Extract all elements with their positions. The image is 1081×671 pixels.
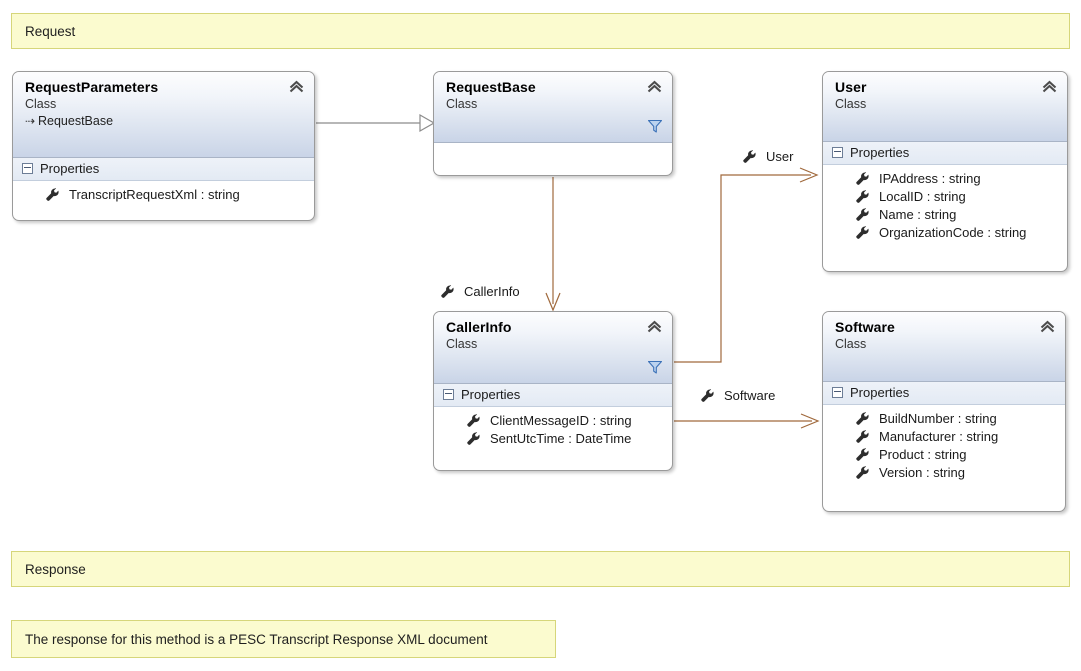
class-kind-requestparameters: Class [25,97,57,111]
class-box-requestbase[interactable]: RequestBase Class [433,71,673,176]
association-label-text: User [766,149,794,164]
compartment-header-properties-callerinfo[interactable]: Properties [434,384,672,407]
wrench-icon [441,285,454,298]
class-header-callerinfo: CallerInfo Class [434,312,672,384]
chevron-up-icon[interactable] [1039,319,1056,334]
class-kind-requestbase: Class [446,97,478,111]
member-row[interactable]: Version : string [823,463,1065,481]
wrench-icon [856,411,869,425]
members-list-requestparameters: TranscriptRequestXml : string [13,181,314,209]
class-name-requestparameters: RequestParameters [25,79,159,95]
funnel-icon[interactable] [647,359,663,375]
member-row[interactable]: LocalID : string [823,187,1067,205]
class-base-requestparameters: ⇢RequestBase [25,113,304,130]
wrench-icon [856,189,869,203]
wrench-icon [856,225,869,239]
base-arrow-icon: ⇢ [25,114,36,128]
minus-box-icon[interactable] [443,389,454,400]
member-label: BuildNumber : string [879,410,997,426]
banner-request-label: Request [25,23,76,39]
member-label: Name : string [879,206,957,222]
member-label: Product : string [879,446,967,462]
members-list-callerinfo: ClientMessageID : string SentUtcTime : D… [434,407,672,453]
association-label-user[interactable]: User [742,149,793,164]
class-base-label-requestparameters: RequestBase [38,114,114,128]
wrench-icon [743,150,756,163]
association-label-text: CallerInfo [464,284,520,299]
chevron-up-icon[interactable] [646,79,663,94]
member-row[interactable]: BuildNumber : string [823,409,1065,427]
compartment-label-software: Properties [850,385,910,400]
association-connector-software [674,413,820,429]
class-box-callerinfo[interactable]: CallerInfo Class Properties ClientMessag… [433,311,673,471]
class-header-user: User Class [823,72,1067,142]
class-header-requestparameters: RequestParameters Class ⇢RequestBase [13,72,314,158]
member-label: SentUtcTime : DateTime [490,430,632,446]
association-label-callerinfo[interactable]: CallerInfo [440,284,520,299]
member-row[interactable]: Name : string [823,205,1067,223]
chevron-up-icon[interactable] [288,79,305,94]
banner-response-note-label: The response for this method is a PESC T… [25,631,488,647]
class-box-software[interactable]: Software Class Properties BuildNumber : … [822,311,1066,512]
minus-box-icon[interactable] [832,387,843,398]
members-list-user: IPAddress : string LocalID : string Name… [823,165,1067,247]
compartment-label-user: Properties [850,145,910,160]
compartment-header-properties-requestparameters[interactable]: Properties [13,158,314,181]
member-row[interactable]: SentUtcTime : DateTime [434,429,672,447]
minus-box-icon[interactable] [22,163,33,174]
association-label-software[interactable]: Software [700,388,775,403]
compartment-header-properties-user[interactable]: Properties [823,142,1067,165]
compartment-header-properties-software[interactable]: Properties [823,382,1065,405]
member-label: TranscriptRequestXml : string [69,186,240,202]
class-kind-software: Class [835,337,867,351]
member-label: Manufacturer : string [879,428,999,444]
member-row[interactable]: TranscriptRequestXml : string [13,185,314,203]
member-row[interactable]: Manufacturer : string [823,427,1065,445]
wrench-icon [856,171,869,185]
banner-response-label: Response [25,561,86,577]
association-connector-user [674,167,819,363]
class-name-user: User [835,79,867,95]
wrench-icon [856,465,869,479]
class-name-software: Software [835,319,895,335]
wrench-icon [467,431,480,445]
member-row[interactable]: OrganizationCode : string [823,223,1067,241]
member-label: LocalID : string [879,188,966,204]
wrench-icon [856,207,869,221]
chevron-up-icon[interactable] [646,319,663,334]
members-list-software: BuildNumber : string Manufacturer : stri… [823,405,1065,487]
association-connector-callerinfo [545,177,561,312]
wrench-icon [856,429,869,443]
compartment-label-callerinfo: Properties [461,387,521,402]
wrench-icon [701,389,714,402]
member-row[interactable]: ClientMessageID : string [434,411,672,429]
member-label: Version : string [879,464,965,480]
member-row[interactable]: Product : string [823,445,1065,463]
class-header-requestbase: RequestBase Class [434,72,672,143]
wrench-icon [467,413,480,427]
member-label: OrganizationCode : string [879,224,1027,240]
funnel-icon[interactable] [647,118,663,134]
banner-response: Response [11,551,1070,587]
class-header-software: Software Class [823,312,1065,382]
class-kind-user: Class [835,97,867,111]
member-row[interactable]: IPAddress : string [823,169,1067,187]
minus-box-icon[interactable] [832,147,843,158]
member-label: ClientMessageID : string [490,412,632,428]
association-label-text: Software [724,388,776,403]
class-name-requestbase: RequestBase [446,79,536,95]
member-label: IPAddress : string [879,170,981,186]
class-kind-callerinfo: Class [446,337,478,351]
wrench-icon [856,447,869,461]
class-name-callerinfo: CallerInfo [446,319,512,335]
banner-request: Request [11,13,1070,49]
compartment-label-requestparameters: Properties [40,161,100,176]
class-box-requestparameters[interactable]: RequestParameters Class ⇢RequestBase Pro… [12,71,315,221]
chevron-up-icon[interactable] [1041,79,1058,94]
banner-response-note: The response for this method is a PESC T… [11,620,556,658]
inheritance-connector-requestparameters-requestbase [316,113,436,133]
wrench-icon [46,187,59,201]
class-box-user[interactable]: User Class Properties IPAddress : string… [822,71,1068,272]
